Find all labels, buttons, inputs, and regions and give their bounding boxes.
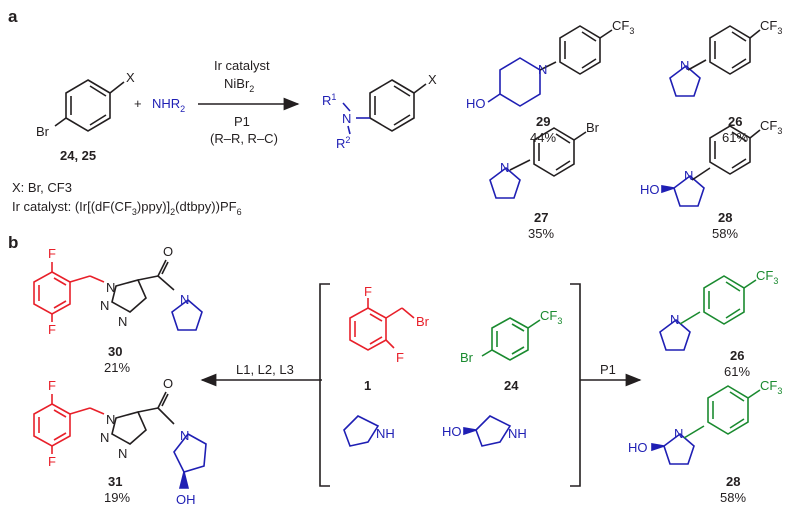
bracket-right bbox=[570, 283, 581, 487]
product-28b-atom-n: N bbox=[674, 426, 683, 441]
product-30-atom-o: O bbox=[163, 244, 173, 259]
product-30-id: 30 bbox=[108, 344, 122, 359]
reactant-24-structure bbox=[481, 317, 541, 361]
panel-a-label: a bbox=[8, 7, 18, 26]
substrate-atom-x: X bbox=[126, 70, 135, 85]
product-28b-structure bbox=[651, 385, 761, 465]
panel-b-label: b bbox=[8, 233, 18, 252]
hydroxypyrrolidine-structure bbox=[463, 415, 512, 447]
substrate-atom-br: Br bbox=[36, 124, 50, 139]
product-26a-id: 26 bbox=[728, 114, 742, 129]
generic-product bbox=[342, 79, 427, 135]
product-30-structure bbox=[33, 259, 203, 331]
product-30-yield: 21% bbox=[104, 360, 130, 375]
plus-sign: + bbox=[134, 96, 142, 111]
product-27-structure bbox=[489, 127, 587, 199]
product-26b-structure bbox=[659, 275, 757, 351]
note-x-definition: X: Br, CF3 bbox=[12, 180, 72, 195]
product-31-atom-n3: N bbox=[118, 446, 127, 461]
product-31-atom-n1: N bbox=[106, 412, 115, 427]
product-27-atom-n: N bbox=[500, 160, 509, 175]
product-31-atom-f-bottom: F bbox=[48, 454, 56, 469]
product-atom-r1: R1 bbox=[322, 92, 336, 108]
product-26a-cf3: CF3 bbox=[760, 18, 782, 36]
product-27-id: 27 bbox=[534, 210, 548, 225]
reactant-24-cf3: CF3 bbox=[540, 308, 562, 326]
product-28b-yield: 58% bbox=[720, 490, 746, 505]
product-28b-atom-ho: HO bbox=[628, 440, 648, 455]
product-26b-atom-n: N bbox=[670, 312, 679, 327]
product-29-structure bbox=[487, 25, 613, 107]
product-28a-cf3: CF3 bbox=[760, 118, 782, 136]
amine-reagent: NHR2 bbox=[152, 96, 185, 114]
product-31-id: 31 bbox=[108, 474, 122, 489]
product-atom-x: X bbox=[428, 72, 437, 87]
product-26b-yield: 61% bbox=[724, 364, 750, 379]
product-29-id: 29 bbox=[536, 114, 550, 129]
product-30-atom-n-ring: N bbox=[180, 292, 189, 307]
pyrrolidine-atom-nh: NH bbox=[376, 426, 395, 441]
reactant-1-structure bbox=[349, 298, 415, 351]
reagent-bond-types: (R–R, R–C) bbox=[210, 131, 278, 146]
product-30-atom-f-top: F bbox=[48, 246, 56, 261]
product-26a-atom-n: N bbox=[680, 58, 689, 73]
arrow-right-label: P1 bbox=[600, 362, 616, 377]
product-26b-id: 26 bbox=[730, 348, 744, 363]
product-26b-cf3: CF3 bbox=[756, 268, 778, 286]
pyrrolidine-structure bbox=[343, 415, 380, 447]
product-31-atom-n-ring: N bbox=[180, 428, 189, 443]
reactant-24-atom-br: Br bbox=[460, 350, 474, 365]
substrate-aryl-bromide bbox=[54, 79, 125, 132]
reactant-1-atom-f-top: F bbox=[364, 284, 372, 299]
bracket-left bbox=[319, 283, 330, 487]
product-atom-n: N bbox=[342, 111, 351, 126]
product-29-yield: 44% bbox=[530, 130, 556, 145]
note-catalyst-definition: Ir catalyst: (Ir[(dF(CF3)ppy)]2(dtbpy))P… bbox=[12, 199, 242, 217]
product-28b-cf3: CF3 bbox=[760, 378, 782, 396]
reagent-p1: P1 bbox=[234, 114, 250, 129]
substrate-label: 24, 25 bbox=[60, 148, 96, 163]
product-28a-structure bbox=[661, 125, 761, 207]
product-26a-structure bbox=[669, 25, 761, 97]
product-30-atom-n1: N bbox=[106, 280, 115, 295]
hydroxypyrrolidine-atom-ho: HO bbox=[442, 424, 462, 439]
reactant-1-id: 1 bbox=[364, 378, 371, 393]
product-28a-atom-n: N bbox=[684, 168, 693, 183]
reactant-1-atom-f-bottom: F bbox=[396, 350, 404, 365]
product-26a-yield: 61% bbox=[722, 130, 748, 145]
reagent-ir-catalyst: Ir catalyst bbox=[214, 58, 270, 73]
product-28a-atom-ho: HO bbox=[640, 182, 660, 197]
hydroxypyrrolidine-atom-nh: NH bbox=[508, 426, 527, 441]
product-29-cf3: CF3 bbox=[612, 18, 634, 36]
reagent-nibr2: NiBr2 bbox=[224, 76, 254, 94]
product-30-atom-n2: N bbox=[100, 298, 109, 313]
arrow-left-label: L1, L2, L3 bbox=[236, 362, 294, 377]
product-31-atom-o: O bbox=[163, 376, 173, 391]
product-29-atom-n: N bbox=[538, 62, 547, 77]
product-27-yield: 35% bbox=[528, 226, 554, 241]
product-31-yield: 19% bbox=[104, 490, 130, 505]
product-atom-r2: R2 bbox=[336, 135, 350, 151]
product-31-atom-n2: N bbox=[100, 430, 109, 445]
product-28a-yield: 58% bbox=[712, 226, 738, 241]
product-28b-id: 28 bbox=[726, 474, 740, 489]
product-31-atom-oh: OH bbox=[176, 492, 196, 507]
product-31-atom-f-top: F bbox=[48, 378, 56, 393]
product-30-atom-f-bottom: F bbox=[48, 322, 56, 337]
product-28a-id: 28 bbox=[718, 210, 732, 225]
product-27-atom-br: Br bbox=[586, 120, 600, 135]
product-30-atom-n3: N bbox=[118, 314, 127, 329]
product-29-atom-ho: HO bbox=[466, 96, 486, 111]
reactant-1-atom-br: Br bbox=[416, 314, 430, 329]
product-31-structure bbox=[33, 391, 207, 489]
reactant-24-id: 24 bbox=[504, 378, 519, 393]
